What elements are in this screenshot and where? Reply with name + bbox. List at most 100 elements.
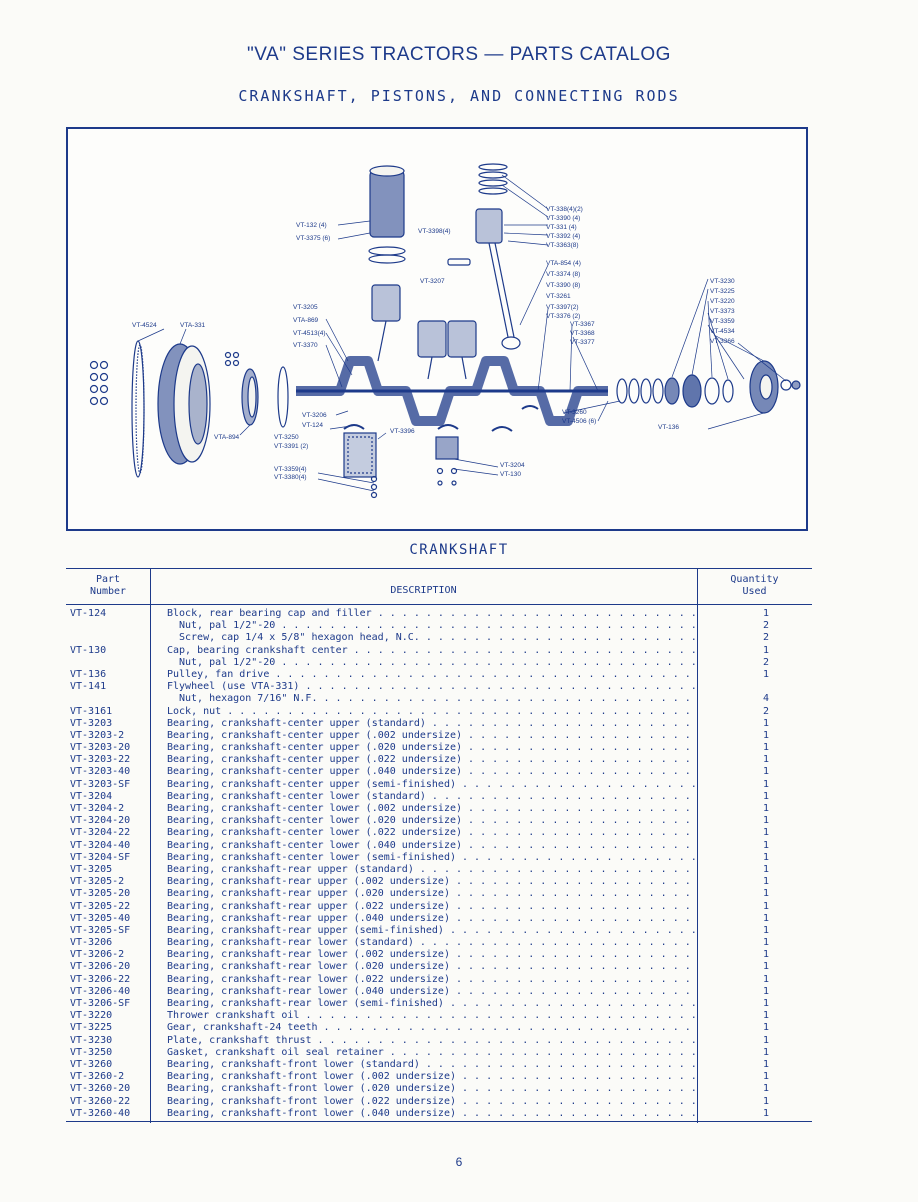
center-bearing-cap: [435, 436, 459, 460]
part-number: VT-3204-22: [70, 827, 131, 839]
part-description: Pulley, fan drive: [167, 669, 697, 681]
callout-label: VT-3368: [570, 330, 595, 337]
part-number: VT-3203-SF: [70, 778, 131, 790]
table-row: VT-3203-SF Bearing, crankshaft-center upp…: [66, 779, 812, 791]
callout-label: VT-3373: [710, 308, 735, 315]
quantity-used: 1: [762, 1010, 770, 1022]
callout-label: VT-3359: [710, 318, 735, 325]
quantity-used: 1: [762, 778, 770, 790]
part-number: VT-3203-40: [70, 766, 131, 778]
table-row: VT-3204-SF Bearing, crankshaft-center low…: [66, 852, 812, 864]
part-description: Gear, crankshaft-24 teeth: [167, 1022, 697, 1034]
part-number: VT-3203-2: [70, 729, 125, 741]
quantity-used: 1: [762, 973, 770, 985]
table-row: VT-3203-2 Bearing, crankshaft-center uppe…: [66, 730, 812, 742]
part-description: Bearing, crankshaft-center upper (semi-f…: [167, 779, 697, 791]
callout-label: VT-3375 (6): [296, 235, 331, 242]
part-description: Bearing, crankshaft-center lower (.020 u…: [167, 815, 697, 827]
header-description: DESCRIPTION: [390, 585, 457, 596]
table-row: Nut, pal 1/2"-202: [66, 620, 812, 632]
quantity-used: 1: [762, 1058, 770, 1070]
callout-label: VT-3397(2): [546, 304, 579, 311]
part-description: Bearing, crankshaft-center lower (.002 u…: [167, 803, 697, 815]
page-number: 6: [455, 1155, 463, 1169]
part-number: VT-3260-22: [70, 1095, 131, 1107]
callout-label: VT-130: [500, 471, 521, 478]
crankshaft-gear: [682, 374, 702, 408]
callout-label: VTA-331: [180, 322, 206, 329]
quantity-used: 1: [762, 1034, 770, 1046]
callout-label: VT-3261: [546, 293, 571, 300]
callout-label: VT-3396: [390, 428, 415, 435]
callout-label: VT-331 (4): [546, 224, 577, 231]
quantity-used: 1: [762, 851, 770, 863]
callout-label: VT-3207: [420, 278, 445, 285]
callout-label: VT-3377: [570, 339, 595, 346]
callout-label: VT-3392 (4): [546, 233, 581, 240]
part-description: Bearing, crankshaft-rear lower (standard…: [167, 937, 697, 949]
part-number: VT-3206-SF: [70, 998, 131, 1009]
quantity-used: 1: [762, 668, 770, 680]
part-number: VT-3206: [70, 937, 113, 949]
part-description: Bearing, crankshaft-rear upper (.040 und…: [167, 913, 697, 925]
part-description: Bearing, crankshaft-center lower (semi-f…: [167, 852, 697, 864]
gasket: [277, 366, 289, 428]
part-number: VT-3203-22: [70, 754, 131, 766]
table-header-rule: [66, 604, 812, 605]
quantity-used: 1: [762, 924, 770, 936]
part-description: Bearing, crankshaft-front lower (.040 un…: [167, 1108, 697, 1120]
part-number: VT-3203-20: [70, 742, 131, 754]
callout-label: VT-3370: [293, 342, 318, 349]
page-title: "VA" SERIES TRACTORS — PARTS CATALOG: [247, 44, 671, 65]
quantity-used: 2: [762, 705, 770, 717]
part-number: VT-3204-40: [70, 839, 131, 851]
table-row: VT-3206 Bearing, crankshaft-rear lower (s…: [66, 937, 812, 949]
quantity-used: 1: [762, 644, 770, 656]
table-row: Nut, pal 1/2"-202: [66, 657, 812, 669]
quantity-used: 1: [762, 827, 770, 839]
quantity-used: 1: [762, 766, 770, 778]
quantity-used: 1: [762, 815, 770, 827]
part-description: Gasket, crankshaft oil seal retainer: [167, 1047, 697, 1059]
page-subtitle: CRANKSHAFT, PISTONS, AND CONNECTING RODS: [238, 87, 680, 105]
callout-label: VT-3260: [562, 409, 587, 416]
callout-label: VT-3220: [710, 298, 735, 305]
quantity-used: 1: [762, 1107, 770, 1119]
part-description: Bearing, crankshaft-center lower (.022 u…: [167, 827, 697, 839]
quantity-used: 1: [762, 863, 770, 875]
part-description: Bearing, crankshaft-rear lower (semi-fin…: [167, 998, 697, 1010]
column-divider: [697, 568, 698, 1123]
part-description: Cap, bearing crankshaft center: [167, 645, 697, 657]
part-description: Bearing, crankshaft-center upper (.020 u…: [167, 742, 697, 754]
callout-label: VT-124: [302, 422, 323, 429]
part-number: VT-3260-20: [70, 1083, 131, 1095]
quantity-used: 1: [762, 876, 770, 888]
part-number: VT-3225: [70, 1022, 113, 1034]
part-number: VT-141: [70, 681, 107, 693]
part-description: Nut, pal 1/2"-20: [179, 620, 697, 632]
callout-label: VT-3374 (8): [546, 271, 581, 278]
part-description: Bearing, crankshaft-center upper (.002 u…: [167, 730, 697, 742]
callout-label: VT-3390 (4): [546, 215, 581, 222]
part-number: VT-3204-SF: [70, 851, 131, 863]
part-description: Block, rear bearing cap and filler: [167, 608, 697, 620]
part-description: Bearing, crankshaft-rear lower (.040 und…: [167, 986, 697, 998]
part-number: VT-3260: [70, 1058, 113, 1070]
part-description: Bearing, crankshaft-center lower (standa…: [167, 791, 697, 803]
callout-label: VT-4513(4): [293, 330, 326, 337]
callout-label: VT-3204: [500, 462, 525, 469]
table-row: Screw, cap 1/4 x 5/8" hexagon head, N.C.…: [66, 632, 812, 644]
part-number: VT-136: [70, 668, 107, 680]
quantity-used: 4: [762, 693, 770, 705]
quantity-used: 1: [762, 790, 770, 802]
